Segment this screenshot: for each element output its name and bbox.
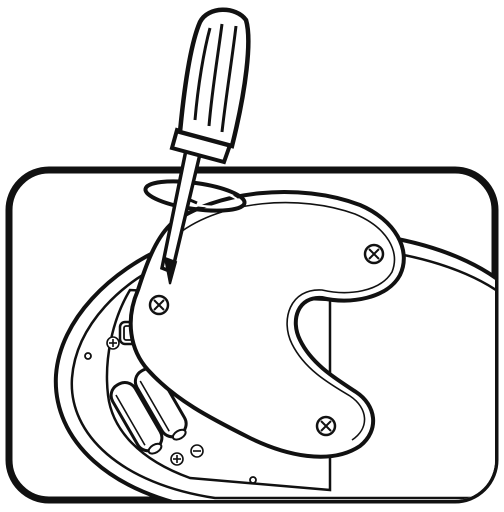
screw-icon (365, 245, 383, 263)
housing-hole (250, 477, 256, 483)
screw-icon (317, 417, 335, 435)
screw-icon (150, 296, 168, 314)
housing-hole (85, 353, 91, 359)
